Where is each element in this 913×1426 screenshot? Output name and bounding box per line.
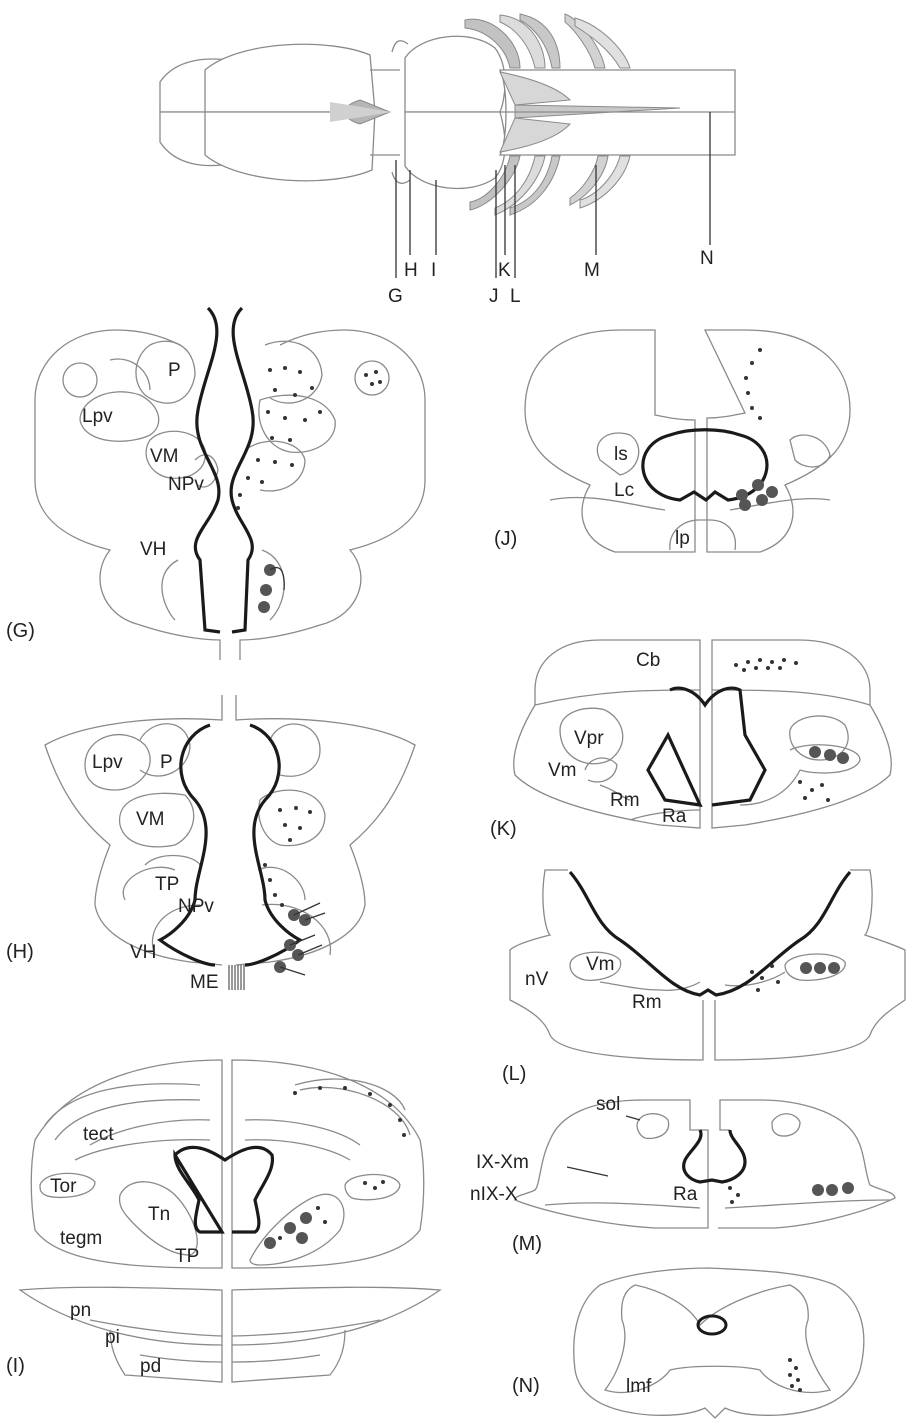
section-l-labels: nV Vm Rm (L) xyxy=(502,954,662,1085)
label-Vm-k: Vm xyxy=(548,760,577,781)
label-Ra-m: Ra xyxy=(673,1184,698,1205)
section-g xyxy=(35,308,425,660)
label-tect-i: tect xyxy=(83,1124,114,1145)
label-Tor-i: Tor xyxy=(50,1176,77,1197)
section-n-labels: lmf (N) xyxy=(512,1375,652,1397)
section-h xyxy=(45,695,415,990)
label-P-h: P xyxy=(160,752,173,773)
level-label-g: G xyxy=(388,286,403,307)
label-Vpr-k: Vpr xyxy=(574,728,604,749)
label-VH-h: VH xyxy=(130,942,156,963)
level-label-l: L xyxy=(510,286,521,307)
section-k xyxy=(514,640,892,828)
label-Ra-k: Ra xyxy=(662,806,687,827)
section-m-labels: sol IX-Xm nIX-X Ra (M) xyxy=(470,1094,698,1255)
label-VM-g: VM xyxy=(150,446,179,467)
panel-tag-h: (H) xyxy=(6,941,34,963)
label-Cb-k: Cb xyxy=(636,650,660,671)
panel-tag-i: (I) xyxy=(6,1355,25,1377)
label-nV-l: nV xyxy=(525,969,549,990)
level-label-n: N xyxy=(700,248,714,269)
label-lp-j: lp xyxy=(675,528,690,549)
level-label-h: H xyxy=(404,260,418,281)
label-ME-h: ME xyxy=(190,972,219,993)
panel-tag-k: (K) xyxy=(490,818,517,840)
label-TP-h: TP xyxy=(155,874,179,895)
level-label-i: I xyxy=(431,260,436,281)
section-l xyxy=(510,870,905,1060)
label-Lc-j: Lc xyxy=(614,480,634,501)
label-Lpv-g: Lpv xyxy=(82,406,113,427)
section-n xyxy=(574,1268,864,1418)
level-label-j: J xyxy=(489,286,499,307)
label-Lpv-h: Lpv xyxy=(92,752,123,773)
section-k-labels: Cb Vpr Vm Rm Ra (K) xyxy=(490,650,687,840)
panel-tag-j: (J) xyxy=(494,528,517,550)
label-VM-h: VM xyxy=(136,809,165,830)
panel-tag-g: (G) xyxy=(6,620,35,642)
label-nIX-X-m: nIX-X xyxy=(470,1184,518,1205)
label-IX-Xm-m: IX-Xm xyxy=(476,1152,529,1173)
panel-tag-m: (M) xyxy=(512,1233,542,1255)
level-labels: G H I J K L M N xyxy=(388,248,714,307)
level-label-k: K xyxy=(498,260,511,281)
section-j-labels: ls Lc lp (J) xyxy=(494,444,690,550)
label-pn-i: pn xyxy=(70,1300,91,1321)
label-Rm-l: Rm xyxy=(632,992,662,1013)
section-m xyxy=(515,1100,895,1228)
dorsal-brain-view xyxy=(160,14,735,278)
label-Rm-k: Rm xyxy=(610,790,640,811)
label-pi-i: pi xyxy=(105,1327,120,1348)
label-pd-i: pd xyxy=(140,1356,161,1377)
label-P-g: P xyxy=(168,360,181,381)
label-sol-m: sol xyxy=(596,1094,620,1115)
label-VH-g: VH xyxy=(140,539,166,560)
label-NPv-h: NPv xyxy=(178,896,214,917)
label-Vm-l: Vm xyxy=(586,954,615,975)
label-lmf-n: lmf xyxy=(626,1376,652,1397)
section-j xyxy=(525,330,850,552)
label-tegm-i: tegm xyxy=(60,1228,102,1249)
label-TP-i: TP xyxy=(175,1246,199,1267)
panel-tag-n: (N) xyxy=(512,1375,540,1397)
level-label-m: M xyxy=(584,260,600,281)
label-ls-j: ls xyxy=(614,444,628,465)
label-Tn-i: Tn xyxy=(148,1204,170,1225)
panel-tag-l: (L) xyxy=(502,1063,526,1085)
section-i xyxy=(20,1060,440,1382)
label-NPv-g: NPv xyxy=(168,474,204,495)
